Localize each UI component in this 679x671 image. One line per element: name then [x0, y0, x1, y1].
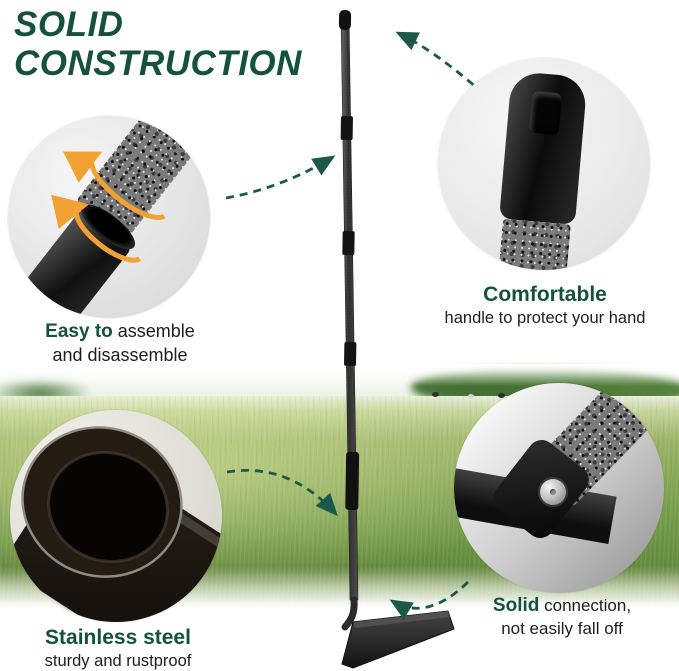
title-line2: CONSTRUCTION: [14, 43, 302, 83]
caption-handle-line2: handle to protect your hand: [444, 309, 646, 328]
caption-steel-heading: Stainless steel: [45, 626, 191, 649]
rotation-arrow-upper-icon: [63, 151, 166, 220]
caption-assemble-heading: Easy to: [45, 321, 113, 342]
dashed-arrow-assemble-icon: [225, 155, 336, 200]
caption-connection-heading-rest: connection,: [544, 596, 632, 615]
callout-photo-handle: [438, 58, 650, 270]
caption-connection-heading: Solid: [492, 595, 540, 616]
field-top-fade: [0, 364, 679, 386]
steel-tube-cross-section: [10, 426, 222, 622]
caption-assemble-heading-rest: assemble: [117, 321, 195, 341]
pole-connector-2: [342, 230, 355, 256]
handle-photo: [438, 58, 650, 270]
caption-steel: Stainless steel sturdy and rustproof: [12, 624, 224, 671]
callout-photo-steel: [10, 410, 222, 622]
caption-connection-line1: Solid connection,: [452, 594, 672, 618]
hoe-blade: [341, 610, 455, 669]
page-title: SOLID CONSTRUCTION: [14, 5, 302, 83]
tube-inner-rim: [47, 450, 169, 564]
handle-foam-grip: [498, 218, 571, 270]
handle-hanging-hole: [528, 90, 563, 136]
caption-assemble: Easy to assemble and disassemble: [20, 320, 220, 366]
caption-connection-line2: not easily fall off: [501, 618, 623, 638]
cow-3: [498, 393, 505, 398]
rotation-arrows-icon: [51, 151, 166, 263]
caption-steel-line2: sturdy and rustproof: [44, 652, 192, 671]
cow-1: [432, 392, 439, 397]
screw-icon: [540, 479, 566, 505]
caption-handle: Comfortable handle to protect your hand: [434, 281, 656, 330]
rotation-arrow-lower-icon: [51, 194, 141, 263]
caption-assemble-line1: Easy to assemble: [20, 320, 220, 344]
caption-assemble-line2: and disassemble: [52, 344, 188, 365]
callout-photo-connection: [454, 383, 664, 593]
pole-connector-1: [340, 115, 353, 141]
screw-center-dot: [550, 489, 556, 495]
tube-hollow: [48, 452, 168, 562]
cow-2: [468, 394, 474, 398]
caption-handle-heading: Comfortable: [483, 283, 607, 306]
pole-connector-3: [344, 341, 357, 367]
title-line1: SOLID: [14, 5, 124, 44]
pole-top-cap: [338, 9, 352, 31]
caption-connection: Solid connection, not easily fall off: [452, 594, 672, 639]
callout-photo-assemble: [8, 116, 210, 318]
